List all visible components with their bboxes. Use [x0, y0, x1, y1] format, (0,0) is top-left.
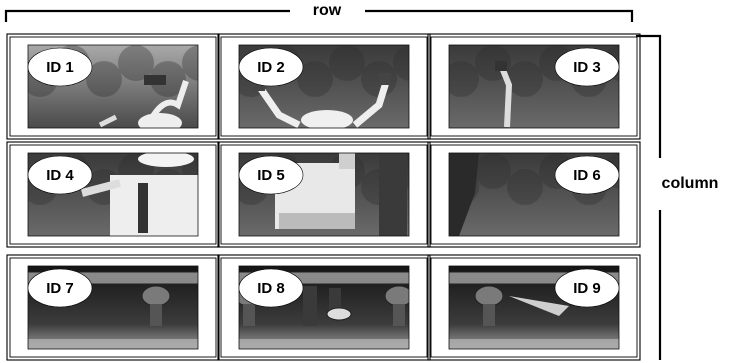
column-bracket: [636, 34, 662, 360]
id-badge: [238, 155, 304, 195]
cell-outer-frame: [427, 33, 641, 140]
grid-cell: ID 2: [217, 33, 431, 140]
row-label: row: [313, 2, 342, 19]
photo-content: [239, 45, 409, 128]
row-bracket: [4, 9, 634, 22]
grid-cell: ID 6: [427, 141, 641, 248]
cell-outer-frame: [6, 141, 220, 248]
grid-cell: ID 8: [217, 254, 431, 361]
id-badge: [554, 268, 620, 308]
cell-photo: [448, 265, 620, 350]
cell-outer-frame: [217, 141, 431, 248]
cell-grid: ID 1 ID 2 ID 3 ID 4 ID 5 ID 6 ID 7 ID 8 ID 9: [6, 33, 641, 361]
id-badge: [27, 47, 93, 87]
id-badge: [554, 155, 620, 195]
cell-id-label: ID 3: [573, 59, 601, 76]
cell-id-label: ID 6: [573, 167, 601, 184]
id-badge: [27, 268, 93, 308]
grid-cell: ID 5: [217, 141, 431, 248]
cell-outer-frame: [6, 254, 220, 361]
grid-cell: ID 4: [6, 141, 220, 248]
grid-cell: ID 9: [427, 254, 641, 361]
cell-outer-frame: [427, 254, 641, 361]
cell-outer-frame: [217, 254, 431, 361]
cell-outer-frame: [217, 33, 431, 140]
grid-cell: ID 3: [427, 33, 641, 140]
cell-id-label: ID 7: [46, 280, 74, 297]
id-badge: [238, 47, 304, 87]
cell-id-label: ID 4: [46, 167, 74, 184]
id-badge: [27, 155, 93, 195]
id-badge: [554, 47, 620, 87]
cell-id-label: ID 5: [257, 167, 285, 184]
cell-photo: [238, 44, 410, 129]
cell-id-label: ID 9: [573, 280, 601, 297]
cell-id-label: ID 8: [257, 280, 285, 297]
grid-cell: ID 7: [6, 254, 220, 361]
cell-outer-frame: [427, 141, 641, 248]
cell-id-label: ID 1: [46, 59, 74, 76]
photo-content: [449, 266, 619, 349]
id-badge: [238, 268, 304, 308]
column-label: column: [662, 175, 719, 192]
cell-id-label: ID 2: [257, 59, 285, 76]
cell-outer-frame: [6, 33, 220, 140]
grid-cell: ID 1: [6, 33, 220, 140]
